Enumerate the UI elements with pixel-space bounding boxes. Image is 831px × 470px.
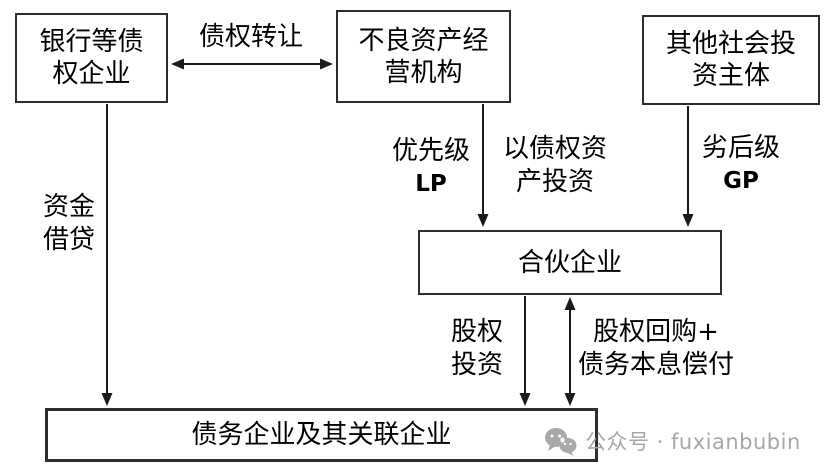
edge-fund-lending-line: [101, 104, 113, 406]
watermark: 公众号 · fuxianbubin: [544, 426, 801, 456]
node-label: 其他社会投: [665, 29, 796, 59]
node-label: 银行等债: [39, 27, 144, 57]
node-partnership-enterprise: 合伙企业: [418, 230, 722, 295]
edge-equity-investment-line: [519, 296, 531, 406]
node-label: 合伙企业: [517, 247, 622, 278]
node-npa-management-institution: 不良资产经 营机构: [336, 10, 511, 103]
edge-repurchase-repayment-line: [564, 297, 576, 406]
node-label: 债务企业及其关联企业: [191, 420, 452, 450]
watermark-text: 公众号 · fuxianbubin: [585, 430, 801, 454]
node-debtor-and-affiliates: 债务企业及其关联企业: [45, 408, 598, 462]
edge-label-equity-investment: 股权 投资: [450, 317, 503, 380]
node-label: 不良资产经: [358, 25, 489, 56]
edge-amc-to-partnership-line: [477, 104, 489, 227]
node-bank-creditor-enterprises: 银行等债 权企业: [15, 13, 168, 103]
node-label: 营机构: [384, 57, 463, 88]
node-other-social-investors: 其他社会投 资主体: [642, 15, 820, 105]
edge-label-fund-lending: 资金 借贷: [42, 192, 95, 255]
edge-label-junior-gp: 劣后级 GP: [701, 133, 780, 194]
edge-claim-transfer-line: [171, 58, 333, 70]
wechat-chat-bubbles-icon: [544, 427, 577, 456]
edge-label-claim-transfer: 债权转让: [198, 22, 303, 52]
node-label: 资主体: [691, 61, 770, 91]
edge-label-repurchase-and-repayment: 股权回购+ 债务本息偿付: [577, 317, 734, 380]
edge-label-invest-with-claim-assets: 以债权资 产投资: [502, 134, 607, 197]
edge-label-senior-lp: 优先级 LP: [391, 136, 470, 197]
node-label: 权企业: [52, 59, 131, 89]
edge-investor-to-partnership-line: [682, 106, 694, 227]
